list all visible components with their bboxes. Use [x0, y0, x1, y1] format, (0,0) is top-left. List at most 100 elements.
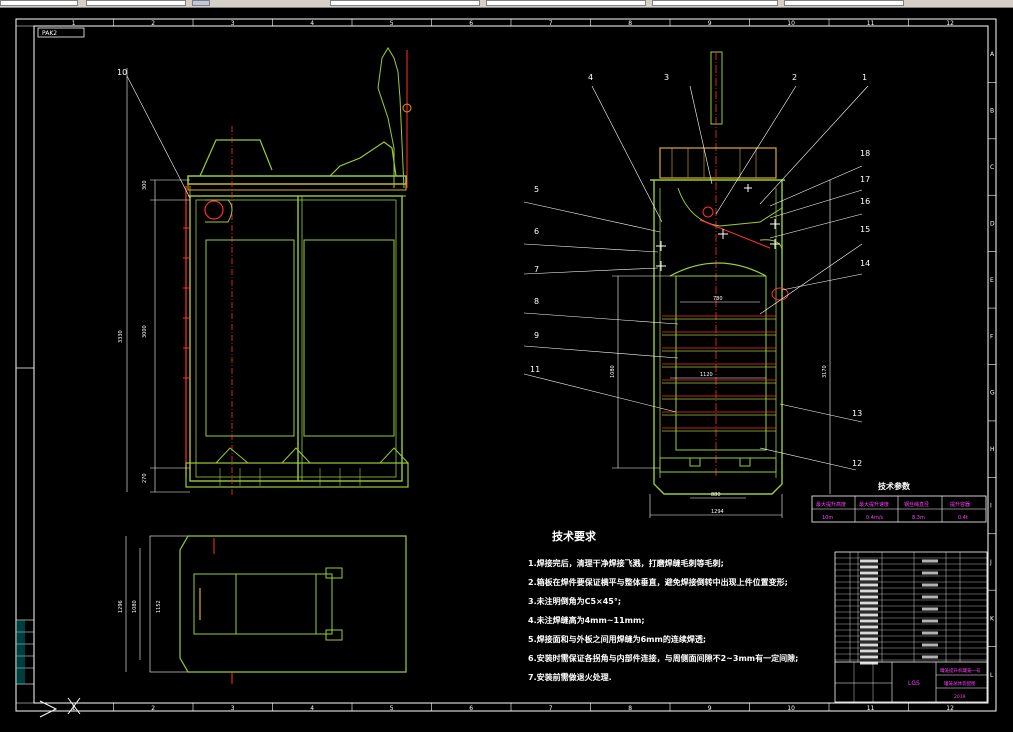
bom-cell [860, 661, 878, 665]
bom-cell [860, 619, 878, 623]
svg-text:1080: 1080 [132, 600, 138, 613]
bom-cell [860, 595, 878, 599]
bom-cell [860, 601, 878, 605]
leader-label: 7 [534, 265, 539, 274]
requirement-item: 7.安装前需做退火处理. [528, 673, 612, 682]
bom-cell [860, 571, 878, 575]
param-value: 10m [822, 515, 833, 521]
requirement-item: 5.焊接面和与外板之间用焊缝为6mm的连续焊透; [528, 635, 707, 644]
row-label: F [990, 333, 994, 340]
cross-icon [67, 697, 81, 715]
bom-cell [860, 577, 878, 581]
leader-label: 6 [534, 227, 539, 236]
toolbar-field[interactable] [784, 0, 904, 6]
param-value: 0.4t [958, 515, 968, 521]
row-label: D [990, 220, 995, 227]
leader-label: 18 [860, 149, 870, 158]
requirement-item: 4.未注焊缝高为4mm~11mm; [528, 616, 645, 625]
param-header: 钢丝绳直径 [904, 501, 929, 508]
row-label: A [990, 51, 995, 58]
bom-cell [860, 583, 878, 587]
dimension-label: 1120 [700, 372, 713, 378]
title-number: 2019 [954, 694, 966, 700]
bom-cell [860, 613, 878, 617]
bom-cell [860, 607, 878, 611]
column-label: 5 [390, 705, 394, 712]
column-label: 3 [231, 20, 235, 27]
bom-cell [922, 571, 938, 575]
bom-cell [860, 655, 878, 659]
leader-label: 10 [117, 68, 127, 77]
leader-label: 12 [852, 459, 862, 468]
outer-frame [15, 18, 997, 712]
column-label: 10 [787, 20, 795, 27]
sheet-tag: PAK2 [42, 30, 57, 37]
param-header: 最大提升速度 [859, 501, 889, 508]
bom-cell [922, 643, 938, 647]
toolbar-field[interactable] [0, 0, 78, 6]
bom-cell [860, 637, 878, 641]
dimension-label: 780 [713, 296, 723, 302]
inner-frame [33, 25, 989, 704]
toolbar-field[interactable] [330, 0, 480, 6]
svg-text:1080: 1080 [610, 365, 616, 378]
column-label: 12 [946, 20, 954, 27]
title-block: LGS 罐笼提升机罐笼一号 罐笼总体装配图 2019 [834, 551, 988, 703]
toolbar-field[interactable] [652, 0, 778, 6]
bom-cell [860, 565, 878, 569]
bom-cell [922, 595, 938, 599]
column-label: 1 [72, 705, 76, 712]
bom-cell [860, 589, 878, 593]
arrow-icon [39, 700, 58, 718]
param-value: 0.4m/s [866, 515, 884, 521]
requirement-item: 2.箱板在焊件要保证横平与整体垂直，避免焊接倒转中出现上件位置变形; [528, 578, 788, 587]
application-toolbar-strip [0, 0, 1013, 8]
bom-cell [922, 631, 938, 635]
column-label: 7 [549, 705, 553, 712]
title-code: LGS [908, 680, 920, 687]
svg-text:3330: 3330 [118, 330, 124, 343]
row-label: C [990, 164, 994, 171]
column-label: 11 [867, 20, 875, 27]
row-label: H [990, 446, 995, 453]
bom-cell [860, 643, 878, 647]
revision-block [15, 619, 35, 685]
requirement-item: 3.未注明倒角为C5×45°; [528, 597, 622, 606]
row-label: J [989, 559, 992, 566]
column-label: 1 [72, 20, 76, 27]
leader-label: 8 [534, 297, 539, 306]
column-label: 7 [549, 20, 553, 27]
leader-label: 5 [534, 185, 539, 194]
side-view: 1080 3170 780 1120 880 1294 1 2 3 4 5 6 … [523, 51, 870, 518]
row-label: L [990, 672, 994, 679]
front-view: 300 3330 3000 270 10 [117, 47, 412, 496]
toolbar-field[interactable] [86, 0, 186, 6]
bom-cell [860, 631, 878, 635]
column-label: 9 [708, 20, 712, 27]
requirement-item: 1.焊接完后，清理干净焊接飞溅，打磨焊缝毛刺等毛刺; [528, 559, 724, 568]
column-label: 5 [390, 20, 394, 27]
column-label: 6 [469, 705, 473, 712]
title-name: 罐笼提升机罐笼一号 [940, 667, 981, 674]
row-label: E [990, 277, 994, 284]
layer-icon[interactable] [192, 0, 210, 6]
leader-label: 2 [792, 73, 797, 82]
row-label: K [990, 615, 995, 622]
leader-label: 9 [534, 331, 539, 340]
column-label: 8 [628, 705, 632, 712]
column-label: 3 [231, 705, 235, 712]
dimension-label: 880 [711, 492, 721, 498]
bom-cell [922, 583, 938, 587]
bom-cell [860, 625, 878, 629]
leader-label: 3 [664, 73, 669, 82]
toolbar-field[interactable] [486, 0, 646, 6]
bom-cell [860, 559, 878, 563]
leader-label: 16 [860, 197, 870, 206]
svg-text:1152: 1152 [156, 600, 162, 613]
row-label: B [990, 108, 994, 115]
row-label: G [990, 390, 995, 397]
leader-label: 1 [862, 73, 867, 82]
